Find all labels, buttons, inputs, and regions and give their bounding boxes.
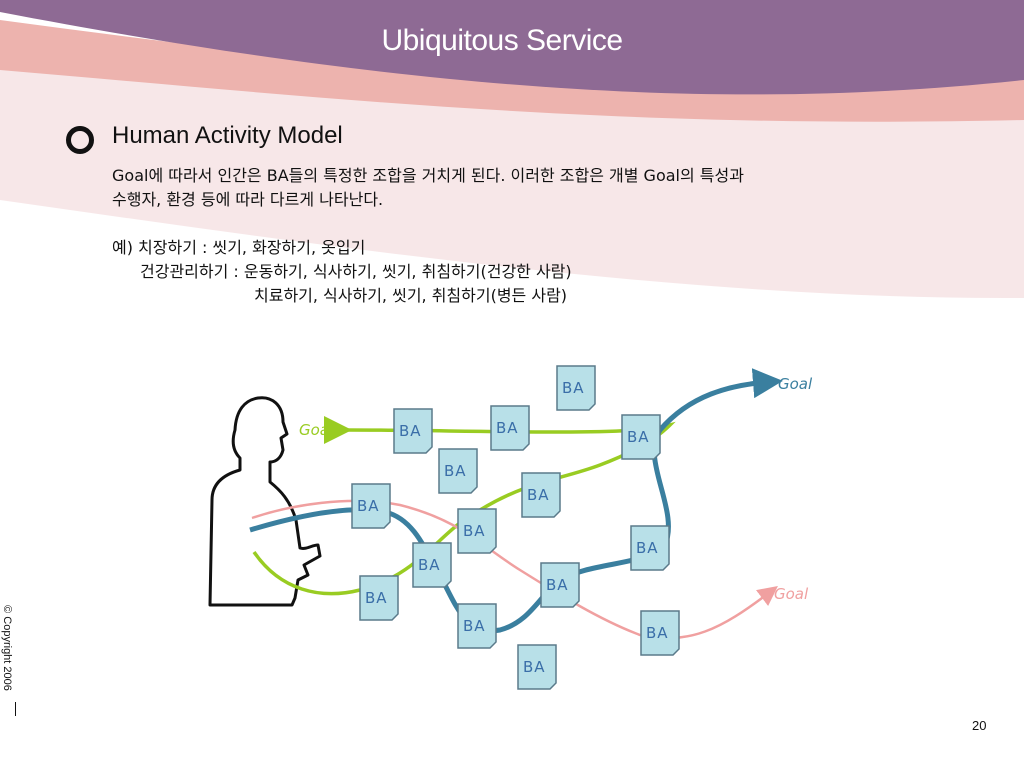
example-line-1: 예) 치장하기 : 씻기, 화장하기, 옷입기: [112, 238, 366, 257]
page-number: 20: [972, 718, 987, 733]
ba-label: BA: [562, 379, 585, 397]
goal-label-blue: Goal: [778, 375, 813, 393]
person-silhouette-icon: [208, 396, 322, 607]
ba-box-4: BA: [621, 414, 661, 460]
ba-label: BA: [463, 617, 486, 635]
ba-box-14: BA: [640, 610, 680, 656]
header-band: [0, 0, 1024, 95]
example-line-3: 치료하기, 식사하기, 씻기, 취침하기(병든 사람): [254, 286, 568, 305]
ba-label: BA: [444, 462, 467, 480]
example-line-2: 건강관리하기 : 운동하기, 식사하기, 씻기, 취침하기(건강한 사람): [140, 262, 572, 281]
body-line-1: Goal에 따라서 인간은 BA들의 특정한 조합을 거치게 된다. 이러한 조…: [112, 166, 744, 185]
body-line-2: 수행자, 환경 등에 따라 다르게 나타난다.: [112, 190, 384, 209]
ba-box-9: BA: [630, 525, 670, 571]
copyright-divider: [15, 702, 16, 716]
ba-box-12: BA: [359, 575, 399, 621]
ba-label: BA: [546, 576, 569, 594]
ba-box-1: BA: [556, 365, 596, 411]
section-heading: Human Activity Model: [112, 122, 343, 149]
ba-label: BA: [357, 497, 380, 515]
copyright-notice: © Copyright 2006: [0, 605, 13, 691]
ba-label: BA: [527, 486, 550, 504]
slide-title: Ubiquitous Service: [381, 24, 623, 57]
pink-wave-band: [0, 30, 1024, 299]
rose-wave-band: [0, 20, 1024, 122]
ba-label: BA: [523, 658, 546, 676]
goal-label-green: Goal: [299, 421, 334, 439]
ba-box-2: BA: [393, 408, 433, 454]
ba-box-5: BA: [438, 448, 478, 494]
ba-label: BA: [627, 428, 650, 446]
ba-label: BA: [496, 419, 519, 437]
ba-box-7: BA: [351, 483, 391, 529]
ba-box-6: BA: [521, 472, 561, 518]
ba-label: BA: [463, 522, 486, 540]
ba-box-8: BA: [457, 508, 497, 554]
pink-activity-path: [251, 499, 778, 640]
ba-box-11: BA: [540, 562, 580, 608]
ba-box-10: BA: [412, 542, 452, 588]
ba-box-13: BA: [457, 603, 497, 649]
ba-label: BA: [636, 539, 659, 557]
ba-box-3: BA: [490, 405, 530, 451]
bullet-ring-icon: [66, 126, 94, 154]
ba-label: BA: [399, 422, 422, 440]
ba-label: BA: [646, 624, 669, 642]
ba-label: BA: [418, 556, 441, 574]
ba-box-15: BA: [517, 644, 557, 690]
ba-label: BA: [365, 589, 388, 607]
goal-label-pink: Goal: [774, 585, 809, 603]
